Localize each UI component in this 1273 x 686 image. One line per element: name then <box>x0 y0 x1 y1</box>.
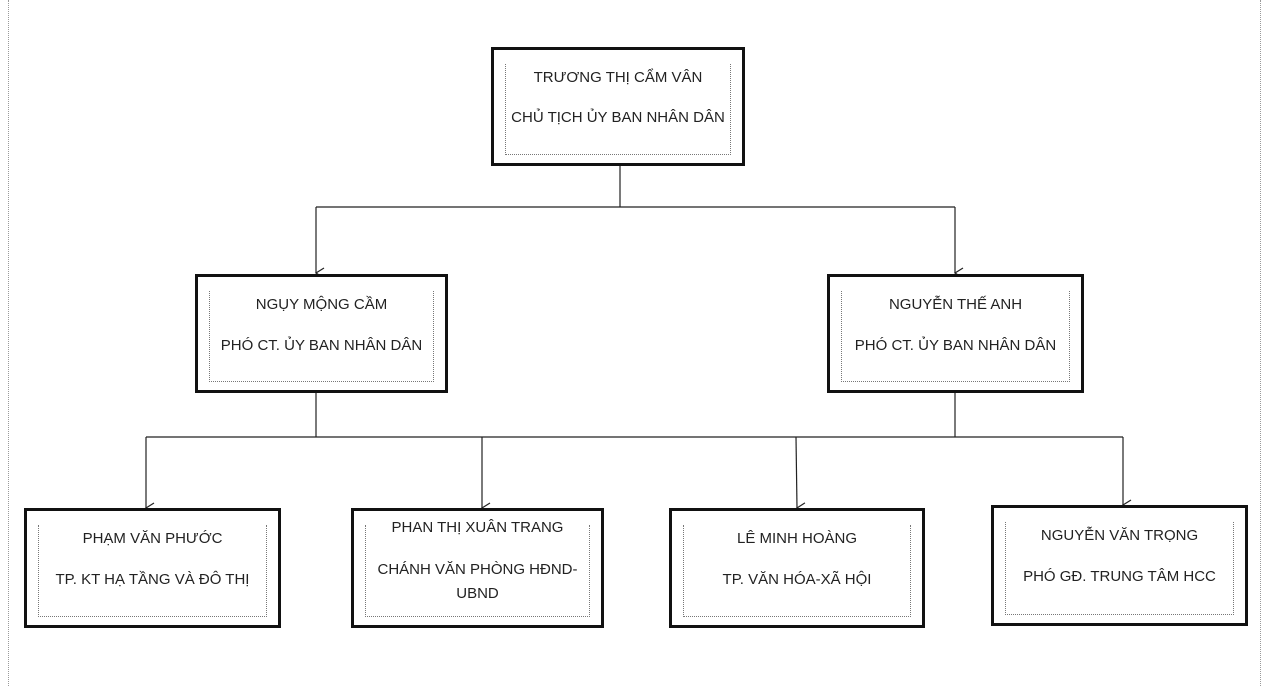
person-name: PHAN THỊ XUÂN TRANG <box>391 519 564 536</box>
org-box-inner-border <box>38 525 267 617</box>
org-box-inner-border <box>209 291 434 382</box>
person-title: TP. KT HẠ TẦNG VÀ ĐÔ THỊ <box>55 571 250 588</box>
org-box-inner-border <box>1005 522 1234 615</box>
person-title: CHỦ TỊCH ỦY BAN NHÂN DÂN <box>511 109 725 126</box>
page-margin-left <box>8 0 9 686</box>
org-box-chairman: TRƯƠNG THỊ CẨM VÂN CHỦ TỊCH ỦY BAN NHÂN … <box>491 47 745 166</box>
page-margin-right <box>1260 0 1261 686</box>
org-box-inner-border <box>841 291 1070 382</box>
person-name: NGỤY MỘNG CẦM <box>255 296 388 313</box>
org-box-staff-3: LÊ MINH HOÀNG TP. VĂN HÓA-XÃ HỘI <box>669 508 925 628</box>
person-name: TRƯƠNG THỊ CẨM VÂN <box>533 69 703 86</box>
person-title: PHÓ CT. ỦY BAN NHÂN DÂN <box>220 337 423 354</box>
person-name: NGUYỄN THẾ ANH <box>888 296 1023 313</box>
org-box-inner-border <box>505 64 731 155</box>
person-name: NGUYỄN VĂN TRỌNG <box>1040 527 1199 544</box>
org-box-staff-1: PHẠM VĂN PHƯỚC TP. KT HẠ TẦNG VÀ ĐÔ THỊ <box>24 508 281 628</box>
org-box-staff-4: NGUYỄN VĂN TRỌNG PHÓ GĐ. TRUNG TÂM HCC <box>991 505 1248 626</box>
person-title: TP. VĂN HÓA-XÃ HỘI <box>722 571 872 588</box>
org-box-deputy-1: NGỤY MỘNG CẦM PHÓ CT. ỦY BAN NHÂN DÂN <box>195 274 448 393</box>
org-box-staff-2: PHAN THỊ XUÂN TRANG CHÁNH VĂN PHÒNG HĐND… <box>351 508 604 628</box>
connector-to-staff-3 <box>795 436 806 514</box>
org-box-deputy-2: NGUYỄN THẾ ANH PHÓ CT. ỦY BAN NHÂN DÂN <box>827 274 1084 393</box>
person-title: CHÁNH VĂN PHÒNG HĐND-UBND <box>377 561 578 602</box>
person-title: PHÓ GĐ. TRUNG TÂM HCC <box>1023 568 1216 585</box>
org-box-inner-border <box>683 525 911 617</box>
person-title: PHÓ CT. ỦY BAN NHÂN DÂN <box>854 337 1057 354</box>
person-name: LÊ MINH HOÀNG <box>736 530 857 547</box>
org-box-inner-border <box>365 525 590 617</box>
person-name: PHẠM VĂN PHƯỚC <box>82 530 223 547</box>
